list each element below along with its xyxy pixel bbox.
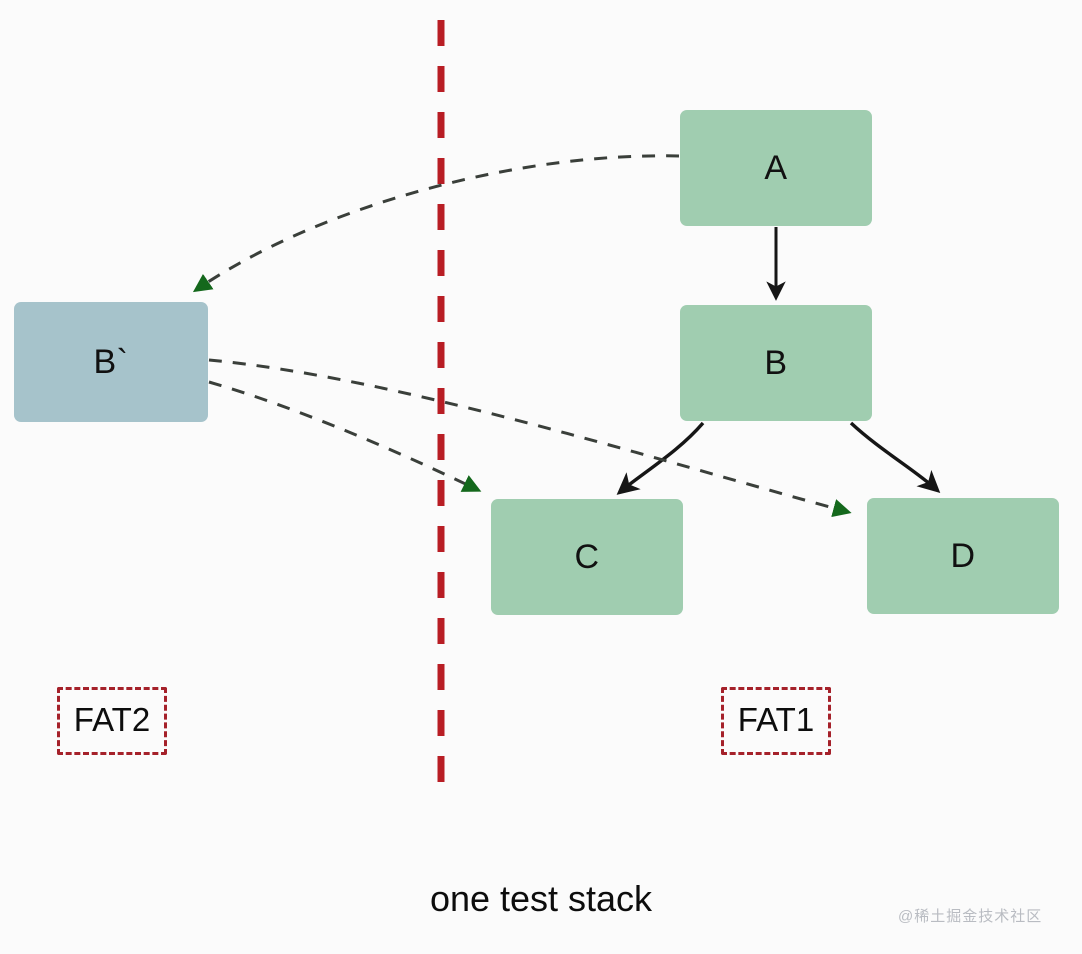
node-b-label: B [764,343,788,382]
fat2-label-text: FAT2 [73,700,151,738]
watermark: @稀土掘金技术社区 [898,908,1043,925]
node-d[interactable]: D [867,498,1059,614]
edge-a-to-bprime [192,154,680,293]
fat2-label: FAT2 [57,687,167,755]
node-c[interactable]: C [491,499,683,615]
fat1-label: FAT1 [721,687,831,755]
node-c-label: C [574,537,600,576]
node-b-prime[interactable]: B` [14,302,208,422]
node-b[interactable]: B [680,305,872,421]
edge-b-to-d [849,421,941,493]
node-d-label: D [950,536,976,575]
fat1-label-text: FAT1 [737,700,815,738]
node-b-prime-label: B` [93,342,129,381]
diagram-caption: one test stack [429,878,653,919]
edge-bprime-to-c [208,380,482,492]
node-a[interactable]: A [680,110,872,226]
edge-b-to-c [616,421,705,495]
node-a-label: A [764,148,788,187]
